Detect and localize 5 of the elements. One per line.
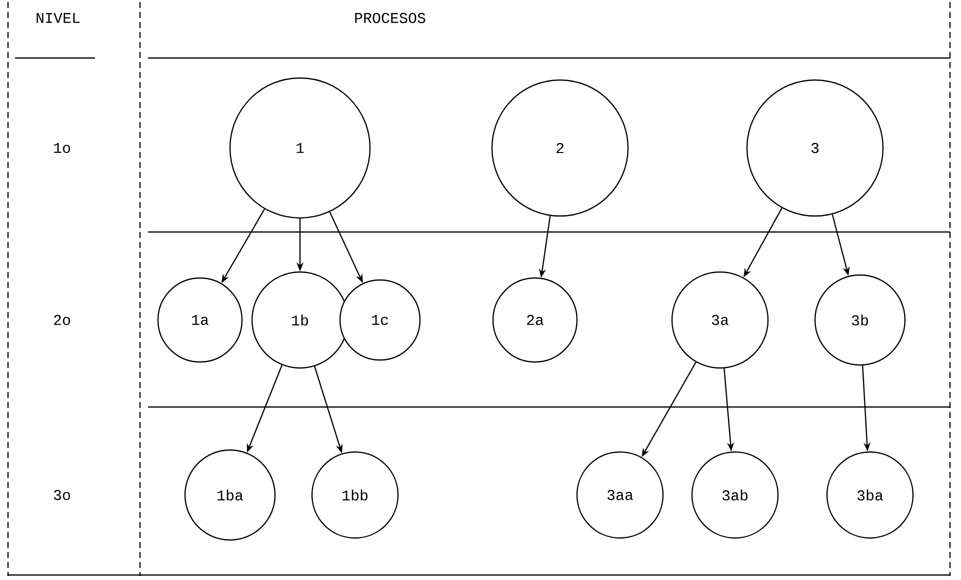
level-label: 3o: [54, 490, 70, 500]
header-text: NIVEL: [36, 13, 80, 23]
header-text: PROCESOS: [355, 12, 426, 24]
level-label: 2o: [54, 314, 70, 326]
level-label: 1o: [54, 142, 70, 153]
